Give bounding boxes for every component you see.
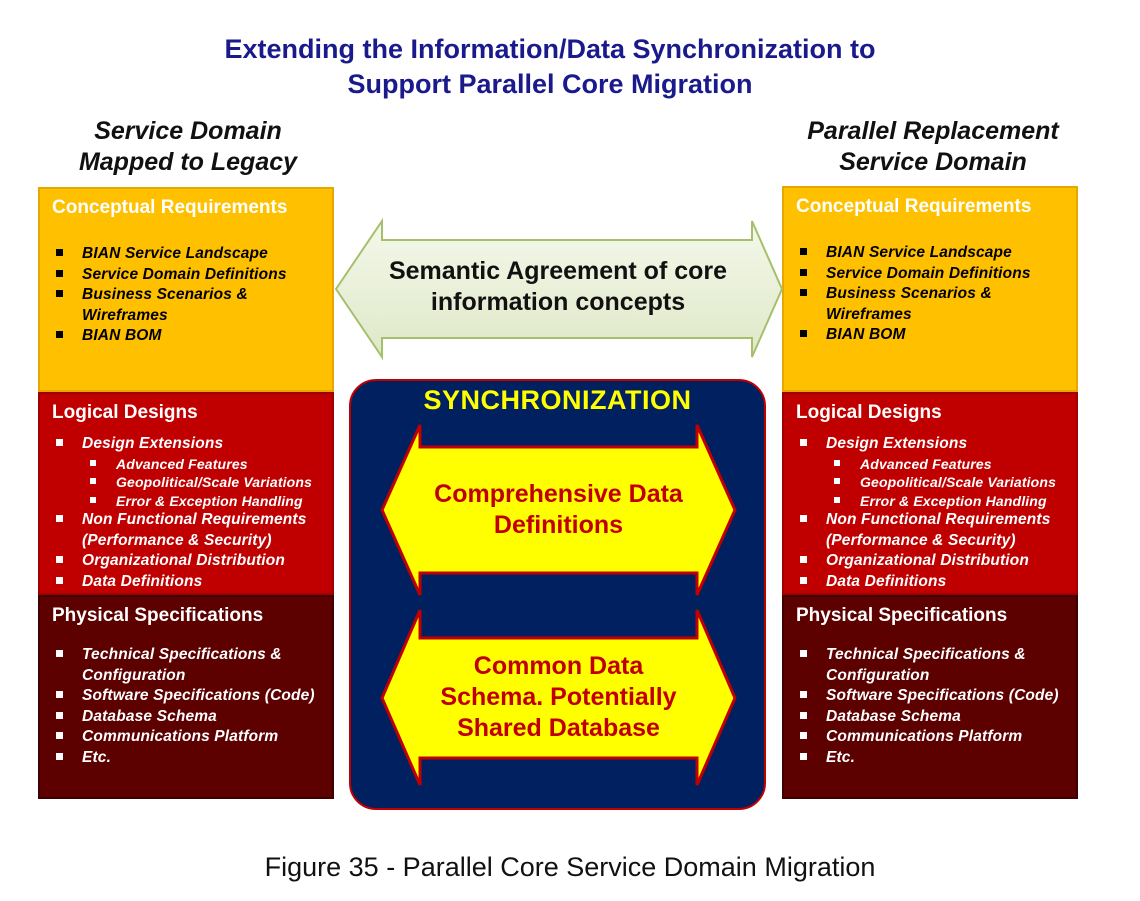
list-item: Technical Specifications & Configuration <box>54 645 326 686</box>
list-item: Geopolitical/Scale Variations <box>54 473 326 492</box>
list-item: Database Schema <box>798 707 1070 728</box>
left-physical-list: Technical Specifications & Configuration… <box>54 645 326 768</box>
list-item: Communications Platform <box>54 727 326 748</box>
right-logical-title: Logical Designs <box>796 402 942 423</box>
list-item: Service Domain Definitions <box>798 264 1070 285</box>
list-item: BIAN BOM <box>54 326 326 347</box>
right-conceptual-section: Conceptual Requirements BIAN Service Lan… <box>782 186 1078 392</box>
list-item: Data Definitions <box>798 572 1070 593</box>
right-physical-list: Technical Specifications & Configuration… <box>798 645 1070 768</box>
left-physical-section: Physical Specifications Technical Specif… <box>38 595 334 799</box>
right-heading-line-1: Parallel Replacement <box>807 117 1059 145</box>
left-logical-list: Design Extensions Advanced Features Geop… <box>54 434 326 592</box>
title-line-2: Support Parallel Core Migration <box>347 69 753 99</box>
list-item: Data Definitions <box>54 572 326 593</box>
list-item: Advanced Features <box>54 455 326 474</box>
left-conceptual-list: BIAN Service Landscape Service Domain De… <box>54 244 326 347</box>
title-line-1: Extending the Information/Data Synchroni… <box>224 34 876 64</box>
list-item: Organizational Distribution <box>54 551 326 572</box>
left-heading-line-2: Mapped to Legacy <box>78 148 298 176</box>
left-physical-title: Physical Specifications <box>52 605 264 626</box>
list-item: Software Specifications (Code) <box>54 686 326 707</box>
list-item: Business Scenarios & Wireframes <box>54 285 326 326</box>
list-item: Error & Exception Handling <box>54 492 326 511</box>
list-item: Error & Exception Handling <box>798 492 1070 511</box>
list-item: Non Functional Requirements (Performance… <box>54 510 326 551</box>
right-logical-section: Logical Designs Design Extensions Advanc… <box>782 392 1078 595</box>
left-conceptual-title: Conceptual Requirements <box>52 197 288 218</box>
list-item: Advanced Features <box>798 455 1070 474</box>
semantic-line-2: information concepts <box>430 288 686 316</box>
left-conceptual-section: Conceptual Requirements BIAN Service Lan… <box>38 187 334 392</box>
list-item: BIAN BOM <box>798 325 1070 346</box>
semantic-agreement-arrow <box>334 217 784 361</box>
right-logical-list: Design Extensions Advanced Features Geop… <box>798 434 1070 592</box>
right-conceptual-title: Conceptual Requirements <box>796 196 1032 217</box>
arrow2-line-3: Shared Database <box>457 714 660 742</box>
list-item: Organizational Distribution <box>798 551 1070 572</box>
list-item: BIAN Service Landscape <box>798 243 1070 264</box>
synchronization-title: SYNCHRONIZATION <box>423 385 692 415</box>
semantic-agreement-label: Semantic Agreement of core information c… <box>368 256 748 318</box>
arrow1-line-2: Definitions <box>493 511 624 539</box>
list-item: Database Schema <box>54 707 326 728</box>
list-item: Software Specifications (Code) <box>798 686 1070 707</box>
right-column-heading: Parallel Replacement Service Domain <box>780 116 1086 178</box>
list-item: Service Domain Definitions <box>54 265 326 286</box>
list-item: Technical Specifications & Configuration <box>798 645 1070 686</box>
list-item: Design Extensions <box>798 434 1070 455</box>
right-physical-title: Physical Specifications <box>796 605 1008 626</box>
data-definitions-arrow <box>380 424 737 596</box>
left-column-panel: Conceptual Requirements BIAN Service Lan… <box>38 187 334 799</box>
list-item: Non Functional Requirements (Performance… <box>798 510 1070 551</box>
arrow1-line-1: Comprehensive Data <box>434 480 683 508</box>
left-column-heading: Service Domain Mapped to Legacy <box>38 116 338 178</box>
left-logical-section: Logical Designs Design Extensions Advanc… <box>38 392 334 595</box>
list-item: Etc. <box>798 748 1070 769</box>
list-item: Etc. <box>54 748 326 769</box>
common-schema-label: Common Data Schema. Potentially Shared D… <box>420 651 697 744</box>
right-heading-line-2: Service Domain <box>839 148 1027 176</box>
list-item: Business Scenarios & Wireframes <box>798 284 1070 325</box>
list-item: Communications Platform <box>798 727 1070 748</box>
list-item: Geopolitical/Scale Variations <box>798 473 1070 492</box>
arrow2-line-1: Common Data <box>473 652 644 680</box>
semantic-line-1: Semantic Agreement of core <box>388 257 728 285</box>
left-logical-title: Logical Designs <box>52 402 198 423</box>
left-heading-line-1: Service Domain <box>94 117 282 145</box>
right-conceptual-list: BIAN Service Landscape Service Domain De… <box>798 243 1070 346</box>
arrow2-line-2: Schema. Potentially <box>440 683 677 711</box>
list-item: BIAN Service Landscape <box>54 244 326 265</box>
list-item: Design Extensions <box>54 434 326 455</box>
data-definitions-label: Comprehensive Data Definitions <box>420 479 697 541</box>
figure-caption: Figure 35 - Parallel Core Service Domain… <box>264 852 876 882</box>
right-physical-section: Physical Specifications Technical Specif… <box>782 595 1078 799</box>
common-schema-arrow <box>380 609 737 786</box>
right-column-panel: Conceptual Requirements BIAN Service Lan… <box>782 186 1078 799</box>
diagram-title: Extending the Information/Data Synchroni… <box>0 32 1100 102</box>
